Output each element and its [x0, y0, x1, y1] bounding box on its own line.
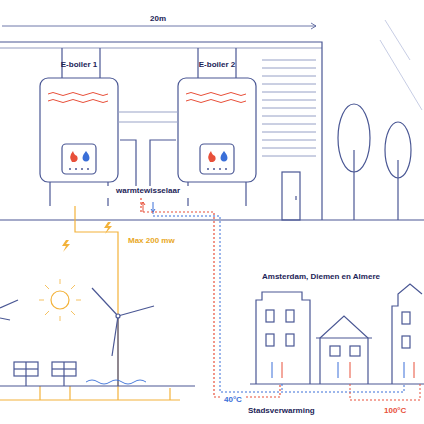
boiler-tank: E-boiler 1: [38, 60, 120, 182]
node-text: Amsterdam, Diemen en Almere: [254, 272, 424, 282]
temperature-label: 100°C: [382, 406, 408, 416]
node-text: E-boiler 1: [38, 60, 120, 70]
node-text: warmtewisselaar: [106, 186, 190, 196]
connector-line: [120, 140, 136, 186]
city-district: Amsterdam, Diemen en Almere: [254, 272, 424, 384]
dimension-label: 20m: [148, 14, 168, 24]
boiler-tank: E-boiler 2: [176, 60, 258, 182]
connector-line: [141, 198, 280, 397]
heat-exchanger: warmtewisselaar: [106, 186, 190, 198]
network-label: Stadsverwarming: [246, 406, 317, 416]
district-heating-pipe: [141, 198, 280, 397]
connector-line: [150, 140, 176, 186]
pipe-connector: [150, 140, 176, 186]
power-label: Max 200 mw: [126, 236, 177, 246]
pipe-connector: [120, 140, 136, 186]
temperature-label: 40°C: [222, 395, 244, 405]
node-text: E-boiler 2: [176, 60, 258, 70]
